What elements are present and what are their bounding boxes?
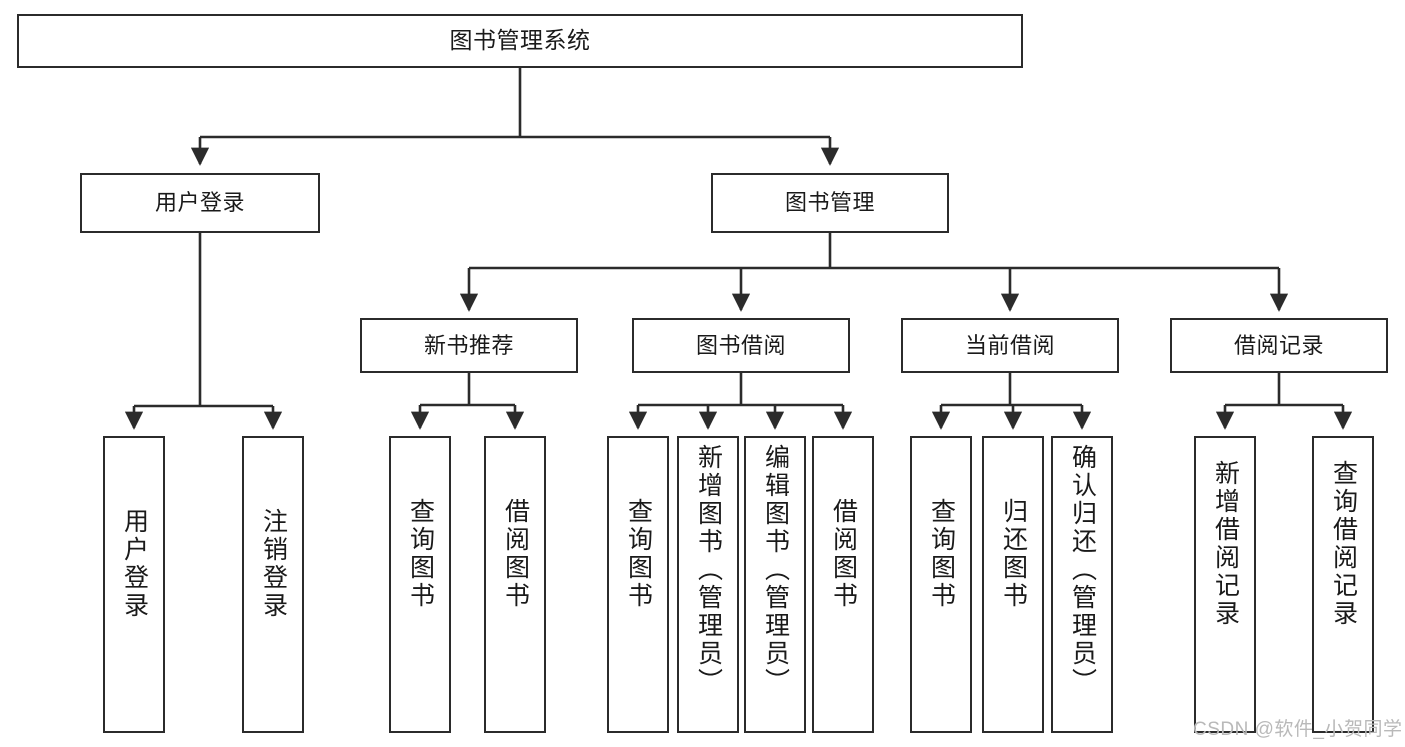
node-leaf-borrow-book-1-label: 借阅图书 <box>501 498 530 610</box>
csdn-watermark: CSDN @软件_小贺同学 <box>1193 719 1403 740</box>
node-leaf-borrow-book-1[interactable]: 借阅图书 <box>484 436 546 733</box>
node-leaf-borrow-book-2[interactable]: 借阅图书 <box>812 436 874 733</box>
node-leaf-edit-book[interactable]: 编辑图书（管理员） <box>744 436 806 733</box>
node-leaf-logout-label: 注销登录 <box>259 508 288 620</box>
node-book-manage-label: 图书管理 <box>784 190 875 216</box>
node-leaf-return-book[interactable]: 归还图书 <box>982 436 1044 733</box>
node-leaf-query-book-1[interactable]: 查询图书 <box>389 436 451 733</box>
node-leaf-add-book[interactable]: 新增图书（管理员） <box>677 436 739 733</box>
node-leaf-return-book-label: 归还图书 <box>999 498 1028 610</box>
node-root-label: 图书管理系统 <box>449 27 591 54</box>
node-new-book-recommend[interactable]: 新书推荐 <box>360 318 578 373</box>
node-leaf-confirm-return-label: 确认归还（管理员） <box>1068 444 1097 696</box>
node-leaf-query-book-2[interactable]: 查询图书 <box>607 436 669 733</box>
node-leaf-edit-book-label: 编辑图书（管理员） <box>761 444 790 696</box>
node-leaf-add-record-label: 新增借阅记录 <box>1211 460 1240 628</box>
node-leaf-add-book-label: 新增图书（管理员） <box>694 444 723 696</box>
node-leaf-user-login[interactable]: 用户登录 <box>103 436 165 733</box>
node-user-login-label: 用户登录 <box>154 190 245 216</box>
node-leaf-query-book-2-label: 查询图书 <box>624 498 653 610</box>
node-borrow-record[interactable]: 借阅记录 <box>1170 318 1388 373</box>
node-book-borrow[interactable]: 图书借阅 <box>632 318 850 373</box>
node-leaf-confirm-return[interactable]: 确认归还（管理员） <box>1051 436 1113 733</box>
node-current-borrow-label: 当前借阅 <box>964 332 1055 358</box>
node-leaf-query-book-3[interactable]: 查询图书 <box>910 436 972 733</box>
node-leaf-query-book-3-label: 查询图书 <box>927 498 956 610</box>
node-root[interactable]: 图书管理系统 <box>17 14 1023 68</box>
node-leaf-logout[interactable]: 注销登录 <box>242 436 304 733</box>
node-leaf-query-book-1-label: 查询图书 <box>406 498 435 610</box>
node-book-manage[interactable]: 图书管理 <box>711 173 949 233</box>
node-borrow-record-label: 借阅记录 <box>1233 332 1324 358</box>
node-leaf-query-record[interactable]: 查询借阅记录 <box>1312 436 1374 733</box>
node-leaf-query-record-label: 查询借阅记录 <box>1329 460 1358 628</box>
node-leaf-borrow-book-2-label: 借阅图书 <box>829 498 858 610</box>
node-leaf-user-login-label: 用户登录 <box>120 508 149 620</box>
node-user-login[interactable]: 用户登录 <box>80 173 320 233</box>
node-current-borrow[interactable]: 当前借阅 <box>901 318 1119 373</box>
node-new-book-recommend-label: 新书推荐 <box>423 332 514 358</box>
node-leaf-add-record[interactable]: 新增借阅记录 <box>1194 436 1256 733</box>
node-book-borrow-label: 图书借阅 <box>695 332 786 358</box>
